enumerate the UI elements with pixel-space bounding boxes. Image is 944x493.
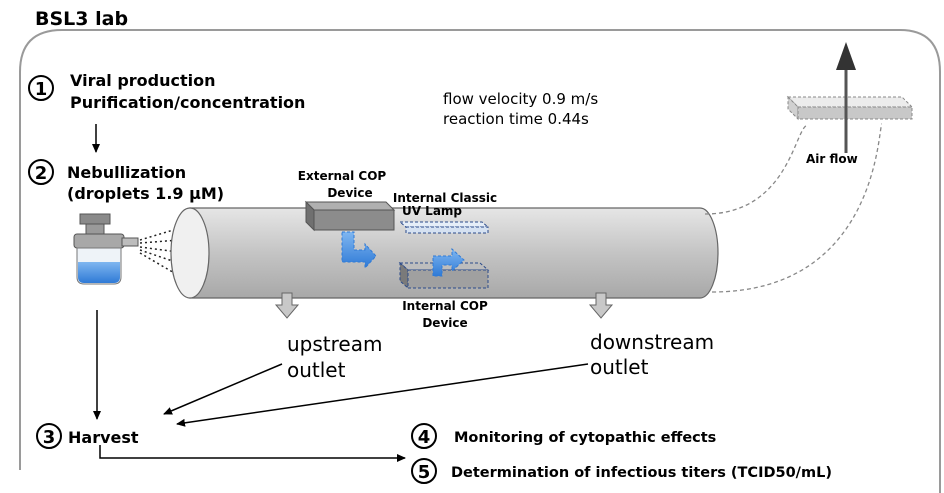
step-1-badge xyxy=(28,75,54,101)
internal-uv-label-line1: Internal Classic xyxy=(393,191,497,205)
arrow-upstream-to-harvest xyxy=(163,363,283,415)
tube-inlet xyxy=(170,207,210,299)
step-1-number: 1 xyxy=(35,79,48,100)
step-2-badge xyxy=(28,159,54,185)
arrow-harvest-to-steps xyxy=(99,445,406,462)
upstream-outlet-arrow-icon xyxy=(274,292,300,319)
step-2-subtitle: (droplets 1.9 μM) xyxy=(67,184,224,203)
step-3-badge xyxy=(36,423,62,449)
internal-cop-label-line2: Device xyxy=(422,316,467,330)
step-5-number: 5 xyxy=(418,462,431,483)
flow-velocity: flow velocity 0.9 m/s xyxy=(443,90,598,108)
downstream-outlet-arrow-icon xyxy=(588,292,614,319)
step-2-number: 2 xyxy=(35,163,48,184)
step-2-title: Nebullization xyxy=(67,163,186,182)
air-outlet-box xyxy=(786,95,914,121)
upstream-outlet-label-line2: outlet xyxy=(287,358,346,382)
external-cop-label-line2: Device xyxy=(327,186,372,200)
nebulizer-icon xyxy=(73,213,139,285)
air-flow-label: Air flow xyxy=(806,152,858,166)
reaction-time: reaction time 0.44s xyxy=(443,110,589,128)
step-4-label: Monitoring of cytopathic effects xyxy=(454,430,716,446)
internal-uv-label-line2: UV Lamp xyxy=(402,204,462,218)
internal-uv-emission-icon xyxy=(432,247,465,277)
step-4-badge xyxy=(411,423,437,449)
step-3-label: Harvest xyxy=(68,428,139,447)
step-3-number: 3 xyxy=(43,427,56,448)
exhaust-duct-upper xyxy=(704,124,809,215)
spray-lines xyxy=(139,221,209,289)
internal-cop-label-line1: Internal COP xyxy=(402,299,488,313)
external-cop-label-line1: External COP xyxy=(298,169,387,183)
exhaust-duct-lower xyxy=(711,123,883,293)
downstream-outlet-label-line1: downstream xyxy=(590,330,714,354)
step-5-label: Determination of infectious titers (TCID… xyxy=(451,465,832,481)
air-flow-arrow-icon xyxy=(836,42,856,70)
step-1-title: Viral production xyxy=(70,71,216,90)
step-5-badge xyxy=(411,458,437,484)
step-1-subtitle: Purification/concentration xyxy=(70,93,305,112)
external-cop-device xyxy=(304,200,396,232)
upstream-outlet-label-line1: upstream xyxy=(287,332,382,356)
arrow-downstream-to-harvest xyxy=(176,363,589,427)
internal-uv-lamp xyxy=(398,221,490,234)
lab-title: BSL3 lab xyxy=(35,8,128,30)
lab-frame xyxy=(19,29,941,493)
uv-emission-arrow-icon xyxy=(341,231,377,270)
step-4-number: 4 xyxy=(418,427,431,448)
internal-cop-device xyxy=(398,261,490,290)
downstream-outlet-label-line2: outlet xyxy=(590,355,649,379)
